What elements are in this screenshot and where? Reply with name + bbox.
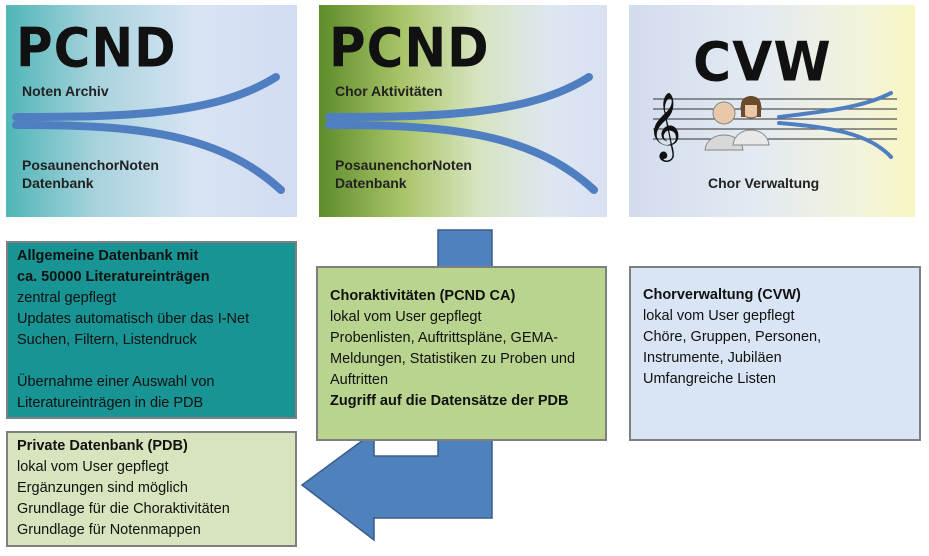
logo-line: PosaunenchorNoten bbox=[22, 157, 159, 173]
logo-line: Datenbank bbox=[22, 175, 94, 191]
box-title-line: Allgemeine Datenbank mit bbox=[17, 248, 199, 264]
singers-icon bbox=[704, 96, 770, 151]
box-title: Choraktivitäten (PCND CA) bbox=[330, 288, 516, 304]
box-text-line: Auftritten bbox=[330, 372, 389, 388]
logo-line: Datenbank bbox=[335, 175, 407, 191]
logo-title: PCND bbox=[329, 17, 490, 80]
box-text-line: Meldungen, Statistiken zu Proben und bbox=[330, 351, 576, 367]
box-text-line: Literatureinträgen in die PDB bbox=[17, 395, 204, 411]
choraktivitaeten-box: Choraktivitäten (PCND CA) lokal vom User… bbox=[316, 266, 607, 441]
svg-text:𝄞: 𝄞 bbox=[647, 91, 681, 162]
box-text-line: Ergänzungen sind möglich bbox=[17, 480, 188, 496]
logo-subtitle: Chor Verwaltung bbox=[708, 175, 820, 191]
box-text-line: lokal vom User gepflegt bbox=[330, 309, 482, 325]
box-text-line: Grundlage für Notenmappen bbox=[17, 522, 201, 538]
box-text-line: Instrumente, Jubiläen bbox=[643, 350, 782, 366]
box-text-line: lokal vom User gepflegt bbox=[17, 459, 169, 475]
logo-title: CVW bbox=[693, 31, 832, 94]
box-text-line: zentral gepflegt bbox=[17, 290, 117, 306]
box-title: Private Datenbank (PDB) bbox=[17, 438, 188, 454]
logo-cvw-chor-verwaltung: 𝄞 CVW Chor Verwaltung bbox=[629, 5, 915, 217]
box-title: Chorverwaltung (CVW) bbox=[643, 287, 801, 303]
allgemeine-datenbank-box: Allgemeine Datenbank mit ca. 50000 Liter… bbox=[6, 241, 297, 419]
box-text-line: Grundlage für die Choraktivitäten bbox=[17, 501, 230, 517]
logo-subtitle: Noten Archiv bbox=[22, 83, 109, 99]
private-datenbank-box: Private Datenbank (PDB) lokal vom User g… bbox=[6, 431, 297, 547]
box-footer: Zugriff auf die Datensätze der PDB bbox=[330, 393, 569, 409]
box-text-line: Probenlisten, Auftrittspläne, GEMA- bbox=[330, 330, 559, 346]
logo-line: PosaunenchorNoten bbox=[335, 157, 472, 173]
box-text-line: Chöre, Gruppen, Personen, bbox=[643, 329, 822, 345]
box-text-line: Suchen, Filtern, Listendruck bbox=[17, 332, 197, 348]
staff-graphic: 𝄞 bbox=[647, 91, 897, 162]
logo-subtitle: Chor Aktivitäten bbox=[335, 83, 443, 99]
chorverwaltung-box: Chorverwaltung (CVW) lokal vom User gepf… bbox=[629, 266, 921, 441]
logo-pcnd-chor-aktivitaeten: PCND Chor Aktivitäten PosaunenchorNoten … bbox=[319, 5, 607, 217]
box-title-line: ca. 50000 Literatureinträgen bbox=[17, 269, 210, 285]
treble-clef-icon: 𝄞 bbox=[647, 91, 681, 162]
box-text-line: Übernahme einer Auswahl von bbox=[17, 374, 215, 390]
box-text-line: Umfangreiche Listen bbox=[643, 371, 776, 387]
logo-pcnd-noten-archiv: PCND Noten Archiv PosaunenchorNoten Date… bbox=[6, 5, 297, 217]
logo-title: PCND bbox=[16, 17, 177, 80]
box-text-line: Updates automatisch über das I-Net bbox=[17, 311, 250, 327]
swoosh-icon bbox=[12, 73, 285, 194]
box-text-line: lokal vom User gepflegt bbox=[643, 308, 795, 324]
swoosh-icon bbox=[325, 73, 598, 194]
